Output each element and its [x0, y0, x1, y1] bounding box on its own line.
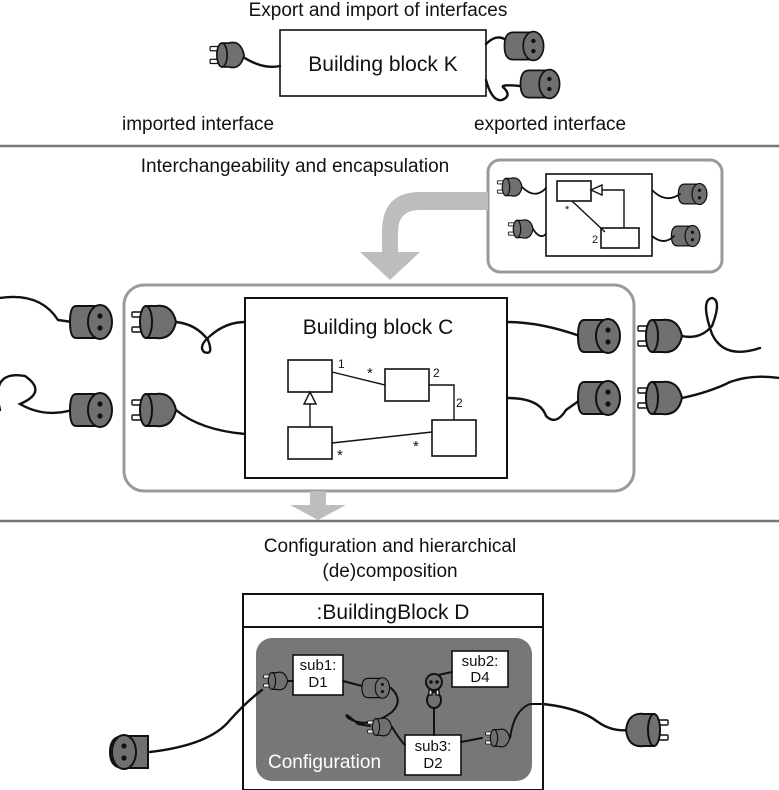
section-title-configuration-2: (de)composition: [322, 561, 457, 582]
d-left-cable: [148, 688, 264, 754]
right-inner-cable-top: [505, 320, 582, 338]
right-outer-cable-top: [680, 296, 762, 353]
sub3-label-line1: sub3:: [415, 738, 452, 755]
left-inner-cable-top: [174, 320, 247, 354]
mult-star-b: *: [337, 447, 343, 464]
replacement-mult-2: 2: [592, 234, 598, 246]
class-box-3: [287, 426, 333, 460]
building-block-c-label: Building block C: [303, 316, 454, 339]
d-right-cable: [541, 702, 632, 732]
assoc-1-2: [331, 371, 386, 386]
right-socket-icon-2: [576, 380, 621, 416]
config-plug-icon-1: [263, 671, 289, 691]
right-plug-icon-1: [637, 318, 684, 354]
section-title-configuration-1: Configuration and hierarchical: [264, 536, 516, 557]
exported-interface-label: exported interface: [474, 114, 626, 135]
right-outer-cable-bottom: [680, 375, 779, 400]
left-socket-icon-1: [68, 304, 113, 340]
config-socket-icon-vertical: [425, 673, 443, 691]
left-plug-icon-1: [131, 304, 178, 340]
sub1-label-line1: sub1:: [300, 657, 337, 674]
mult-1: 1: [338, 357, 345, 371]
mult-star-c: *: [413, 438, 419, 455]
down-arrow: [290, 491, 346, 520]
replacement-association: [571, 200, 606, 233]
right-plug-icon-2: [637, 380, 684, 416]
left-outer-cable-bottom: [0, 374, 74, 415]
assoc-2-4: [429, 384, 455, 420]
left-socket-icon-2: [68, 392, 113, 428]
imported-interface-label: imported interface: [122, 114, 274, 135]
d-left-socket-icon: [108, 734, 149, 770]
replacement-class-b: [600, 227, 640, 249]
replacement-socket-icon-1: [677, 182, 708, 206]
sub2-label-line2: D4: [470, 669, 489, 686]
inheritance-arrow: [302, 390, 318, 405]
replacement-socket-icon-2: [670, 224, 701, 248]
configuration-section: Configuration and hierarchical (de)compo…: [108, 536, 669, 790]
replacement-mult-star: *: [565, 204, 570, 216]
right-socket-icon-1: [576, 318, 621, 354]
replacement-inheritance: [602, 189, 625, 228]
replacement-plug-icon-1: [496, 177, 523, 197]
config-plug-icon-3: [485, 728, 511, 748]
sub2-box: [451, 650, 509, 688]
class-box-4: [431, 419, 477, 457]
left-plug-icon-2: [131, 392, 178, 428]
exported-socket-icon: [503, 30, 545, 62]
sub2-label-line1: sub2:: [462, 653, 499, 670]
building-block-d-label: :BuildingBlock D: [317, 601, 470, 624]
configuration-area-label: Configuration: [268, 752, 381, 773]
sub3-box: [404, 734, 462, 776]
section-title-interchangeability: Interchangeability and encapsulation: [141, 156, 449, 177]
left-outer-cable-top: [0, 295, 74, 324]
left-inner-cable-bottom: [174, 408, 247, 436]
replacement-plug-icon-2: [507, 219, 534, 239]
exported-socket-icon-2: [519, 68, 561, 100]
mult-2b: 2: [456, 396, 463, 410]
sub1-label-line2: D1: [308, 674, 327, 691]
export-cable-2: [484, 78, 522, 102]
building-block-k: [279, 29, 487, 97]
mult-star-a: *: [367, 365, 373, 382]
replacement-class-a: [556, 180, 592, 202]
class-box-2: [384, 368, 430, 402]
building-block-k-label: Building block K: [308, 53, 457, 76]
interchangeability-section: Interchangeability and encapsulation * 2: [0, 156, 779, 520]
sub1-box: [292, 654, 344, 696]
assoc-3-4: [331, 431, 433, 444]
replacement-inheritance-arrow: [589, 183, 603, 197]
imported-plug-icon: [209, 41, 245, 69]
export-import-section: Export and import of interfaces Building…: [122, 0, 626, 135]
right-inner-cable-bottom: [505, 396, 582, 422]
config-socket-icon-1: [361, 677, 391, 699]
section-title-export-import: Export and import of interfaces: [249, 0, 508, 21]
import-cable: [238, 53, 282, 69]
class-box-1: [287, 359, 333, 393]
sub3-label-line2: D2: [423, 755, 442, 772]
config-plug-icon-2: [367, 717, 393, 737]
mult-2a: 2: [433, 366, 440, 380]
d-right-plug-icon: [624, 712, 669, 748]
interchange-arrow: [360, 192, 488, 280]
